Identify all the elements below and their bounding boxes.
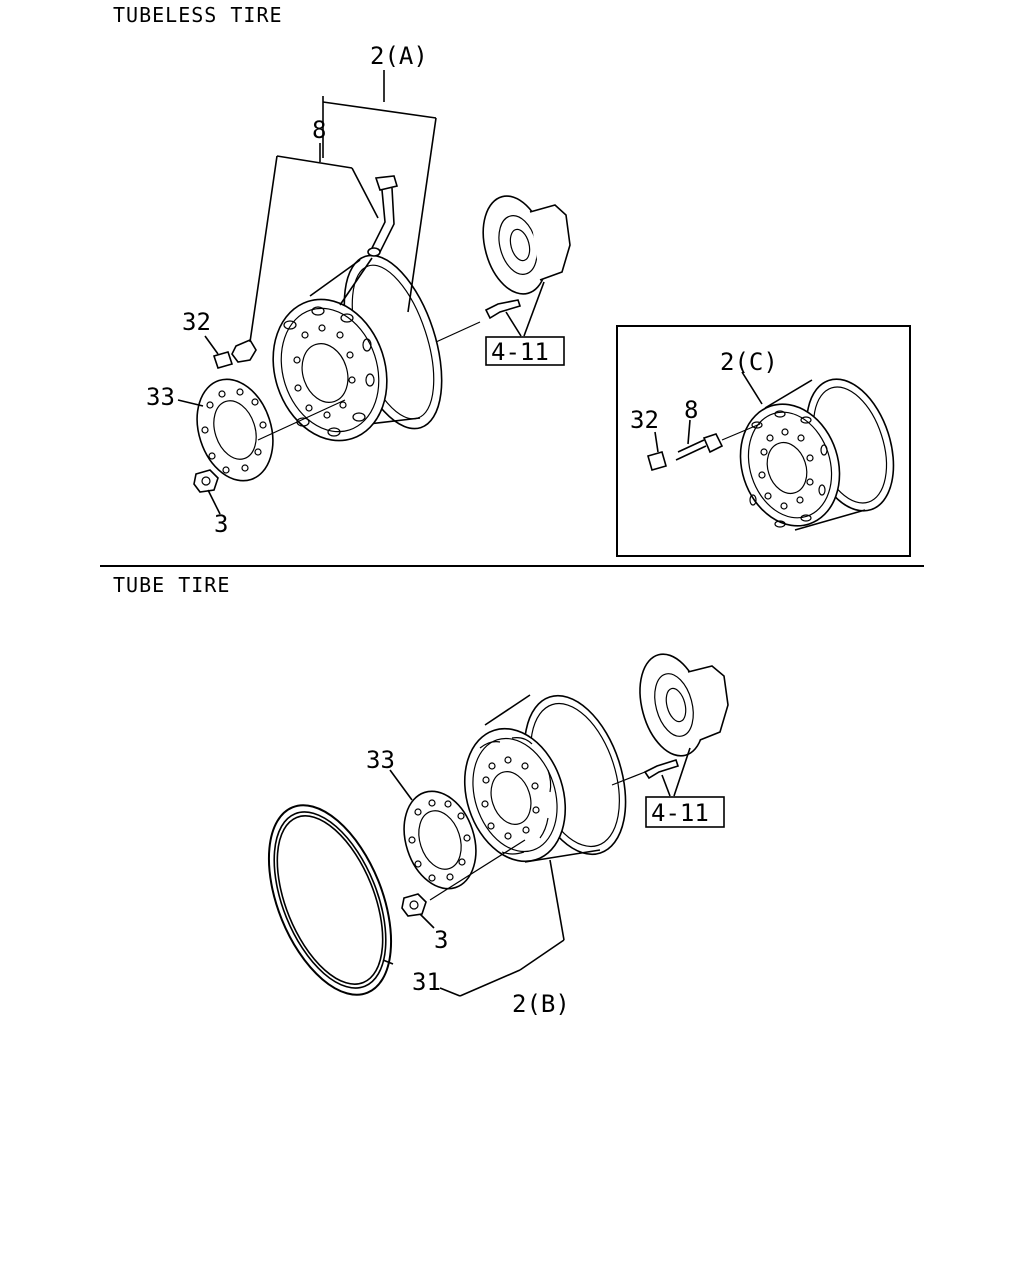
inset-leaders	[654, 371, 763, 453]
wheel-a-bolt-holes	[293, 324, 356, 419]
tubeless-wheel-assembly	[272, 254, 443, 442]
callout-flap-ring: 31	[412, 968, 441, 996]
tube-disc-plate	[403, 790, 477, 890]
callout-hub-ref-tube: 4-11	[651, 799, 709, 827]
callout-tube-nut: 3	[434, 926, 448, 954]
callout-tube-disc-plate: 33	[366, 746, 395, 774]
tube-leaders	[382, 747, 691, 997]
callout-valve-cap: 32	[182, 308, 211, 336]
wheel-a-center-bore	[301, 343, 349, 403]
callout-nut: 3	[214, 510, 228, 538]
inset-valve-cap	[647, 451, 667, 471]
tube-wheel-b	[463, 694, 627, 863]
section-title-tubeless: TUBELESS TIRE	[113, 3, 283, 27]
callout-valve: 8	[312, 116, 326, 144]
tube-nut	[401, 893, 427, 917]
hub-ref-box-tubeless	[485, 336, 565, 366]
tubeless-disc-plate	[196, 378, 274, 482]
callout-inset-valve: 8	[684, 396, 698, 424]
callout-inset-valve-cap: 32	[630, 406, 659, 434]
hub-ref-box-tube	[645, 796, 725, 828]
inset-box	[616, 325, 911, 557]
tube-hub	[639, 653, 729, 757]
callout-wheel-b: 2(B)	[512, 990, 570, 1018]
section-title-tube: TUBE TIRE	[113, 573, 230, 597]
tubeless-hub-bolt	[484, 299, 522, 320]
tubeless-valve-stem	[367, 175, 399, 257]
tube-hub-bolt	[643, 759, 680, 780]
inset-valve-stem	[675, 423, 761, 461]
tubeless-hub	[482, 195, 571, 295]
tube-flap-ring	[267, 804, 393, 996]
tubeless-leaders	[177, 70, 545, 515]
callout-wheel-c: 2(C)	[720, 348, 778, 376]
wheel-a-hand-holes	[283, 306, 375, 437]
callout-wheel-a: 2(A)	[370, 42, 428, 70]
tubeless-nut	[193, 469, 219, 493]
inset-wheel-c	[739, 378, 895, 531]
tubeless-valve-cap	[212, 338, 257, 369]
callout-hub-ref-tubeless: 4-11	[491, 338, 549, 366]
callout-disc-plate: 33	[146, 383, 175, 411]
